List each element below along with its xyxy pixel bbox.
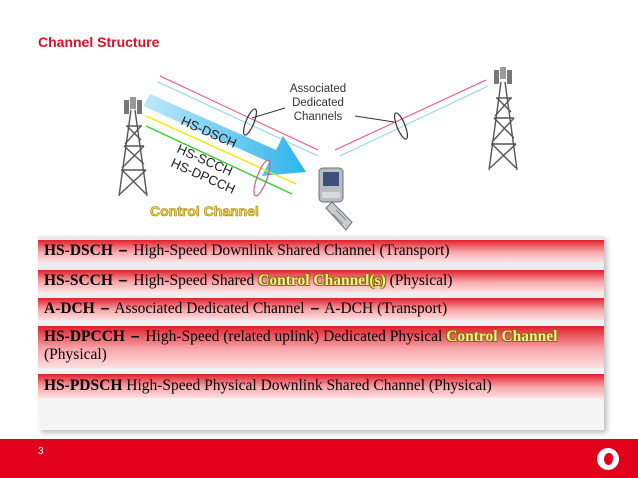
definition-hs-dsch: HS-DSCH – High-Speed Downlink Shared Cha…: [38, 240, 604, 262]
definition-text: High-Speed (related uplink) Dedicated Ph…: [145, 328, 447, 345]
definition-suffix: (Physical): [44, 346, 107, 363]
definition-hs-scch: HS-SCCH – High-Speed Shared Control Chan…: [38, 270, 604, 292]
hs-dsch-arrow: [143, 94, 306, 176]
definition-hs-pdsch: HS-PDSCH High-Speed Physical Downlink Sh…: [38, 374, 604, 398]
definition-dash: –: [310, 300, 320, 317]
channel-bundle-ellipse: [253, 159, 271, 197]
definition-suffix: (Physical): [385, 272, 453, 289]
definition-dash: –: [118, 242, 128, 259]
channel-diagram: Associated Dedicated Channels HS-DSCH HS…: [118, 67, 518, 231]
mobile-phone-icon: [318, 167, 353, 231]
definition-text: High-Speed Downlink Shared Channel (Tran…: [133, 242, 450, 259]
slide-title: Channel Structure: [38, 34, 160, 50]
definition-dash: –: [100, 300, 110, 317]
definition-term: HS-PDSCH: [44, 377, 123, 394]
associated-label-line1: Associated: [290, 83, 346, 95]
associated-label-line2: Dedicated: [292, 97, 344, 109]
brand-logo-icon: [597, 448, 619, 470]
dedicated-line-blue: [157, 81, 319, 157]
definition-a-dch: A-DCH – Associated Dedicated Channel – A…: [38, 298, 604, 320]
definition-dash: –: [130, 328, 140, 345]
hs-dpcch-line: [145, 125, 293, 195]
label-leader-left: [251, 107, 286, 119]
control-channel-label: Control Channel: [150, 203, 259, 219]
definition-suffix: A-DCH (Transport): [321, 300, 448, 317]
definition-term: HS-DPCCH: [44, 328, 125, 345]
definition-term: HS-DSCH: [44, 242, 113, 259]
dedicated-ellipse-left: [242, 108, 258, 136]
definition-text: High-Speed Physical Downlink Shared Chan…: [122, 377, 492, 394]
page-number: 3: [38, 446, 44, 457]
footer-bar: 3: [0, 439, 638, 478]
definition-hs-dpcch: HS-DPCCH – High-Speed (related uplink) D…: [38, 326, 604, 368]
associated-label-line3: Channels: [294, 111, 343, 123]
hs-scch-line: [145, 115, 297, 185]
definition-dash: –: [118, 272, 128, 289]
dedicated-line-right-blue: [339, 85, 489, 157]
definition-term: A-DCH: [44, 300, 95, 317]
dedicated-line-pink: [159, 75, 319, 151]
definition-text: Associated Dedicated Channel: [114, 300, 309, 317]
dedicated-line-right-pink: [334, 79, 487, 151]
definition-term: HS-SCCH: [44, 272, 113, 289]
cell-tower-right-icon: [488, 67, 518, 171]
control-channel-highlight: Control Channel(s): [258, 272, 386, 289]
label-leader-right: [354, 115, 395, 123]
cell-tower-left-icon: [118, 97, 148, 197]
dedicated-ellipse-right: [393, 112, 409, 140]
control-channel-highlight: Control Channel: [446, 328, 558, 345]
definition-text: High-Speed Shared: [133, 272, 259, 289]
